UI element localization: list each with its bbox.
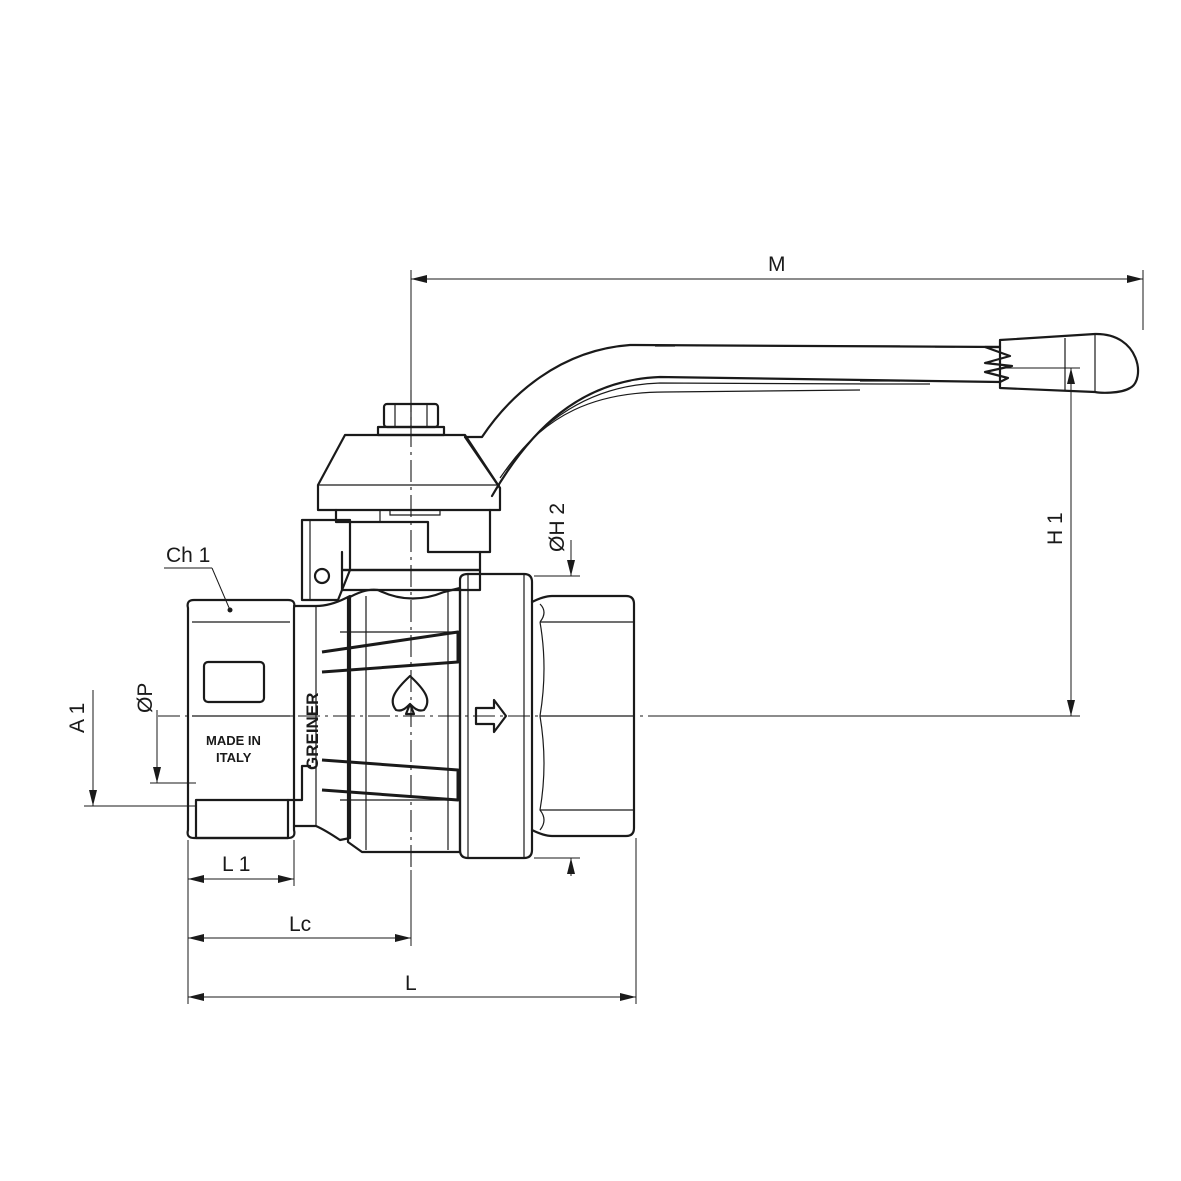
manufacturer-logo-icon [391, 674, 429, 716]
body-left-taper [292, 594, 352, 842]
valve-neck [340, 550, 482, 592]
valve-body [321, 586, 508, 854]
flow-direction-arrow-icon [474, 698, 508, 734]
dimension-label-h1: H 1 [1044, 512, 1067, 545]
lever-handle [463, 332, 1140, 498]
right-hex-end [530, 594, 636, 838]
dimension-label-ch1: Ch 1 [166, 544, 210, 567]
brand-marking: GREINER [303, 693, 322, 770]
dimension-lines [84, 270, 1144, 1004]
dimension-label-h2: ØH 2 [546, 503, 569, 552]
dimension-label-p: ØP [134, 683, 157, 713]
stop-plate [300, 518, 352, 602]
dimension-label-lc: Lc [289, 913, 311, 936]
handle-cap [316, 433, 502, 554]
dimension-label-m: M [768, 253, 786, 276]
dimension-label-l1: L 1 [222, 853, 250, 876]
origin-marking-line1: MADE IN [206, 733, 261, 748]
dimension-label-a1: A 1 [66, 703, 89, 733]
dimension-label-l: L [405, 972, 417, 995]
right-collar [458, 572, 534, 860]
left-hex-end [186, 598, 312, 840]
origin-marking-line2: ITALY [216, 750, 252, 765]
